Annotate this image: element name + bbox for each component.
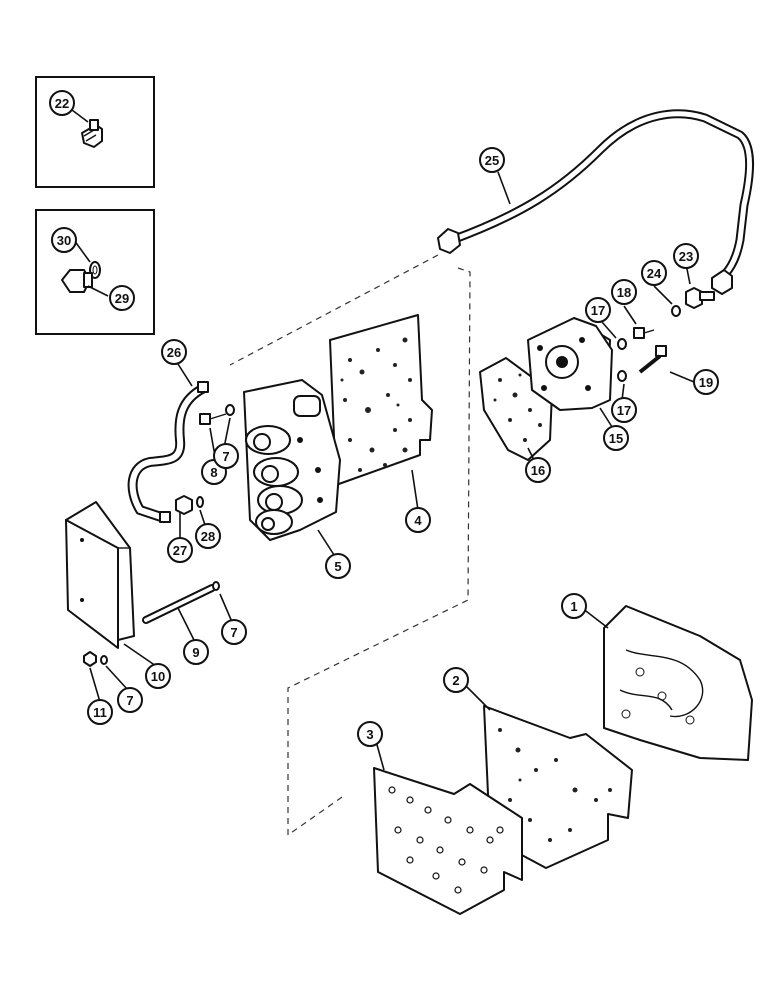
mounting-bracket-part [65, 501, 135, 649]
svg-text:5: 5 [334, 559, 341, 574]
callout-28: 28 [195, 523, 221, 549]
svg-text:18: 18 [617, 285, 631, 300]
svg-text:7: 7 [126, 693, 133, 708]
transmission-housing-part [603, 605, 753, 761]
callout-29: 29 [109, 285, 135, 311]
svg-text:7: 7 [230, 625, 237, 640]
callout-25: 25 [479, 147, 505, 173]
callout-5: 5 [325, 553, 351, 579]
callout-15: 15 [603, 425, 629, 451]
callout-10: 10 [145, 663, 171, 689]
svg-text:23: 23 [679, 249, 693, 264]
callout-24: 24 [641, 260, 667, 286]
svg-text:17: 17 [591, 303, 605, 318]
svg-text:9: 9 [192, 645, 199, 660]
long-bolt-part [638, 345, 667, 374]
drain-plug-part [61, 269, 93, 293]
adapter-fitting-part [685, 287, 715, 309]
callout-7-middle: 7 [221, 619, 247, 645]
callout-7-upper: 7 [213, 443, 239, 469]
elbow-fitting-part [81, 119, 103, 148]
bolt-part [199, 413, 227, 425]
valve-gasket-part [329, 314, 433, 486]
svg-text:10: 10 [151, 669, 165, 684]
svg-text:3: 3 [366, 727, 373, 742]
callout-27: 27 [167, 537, 193, 563]
washer-part [212, 581, 220, 591]
threaded-rod-part [142, 584, 216, 624]
svg-text:29: 29 [115, 291, 129, 306]
hose-part [127, 381, 209, 523]
svg-text:2: 2 [452, 673, 459, 688]
svg-text:7: 7 [222, 449, 229, 464]
callout-1: 1 [561, 593, 587, 619]
svg-text:19: 19 [699, 375, 713, 390]
callout-3: 3 [357, 721, 383, 747]
callout-26: 26 [161, 339, 187, 365]
callout-30: 30 [51, 227, 77, 253]
callout-18: 18 [611, 279, 637, 305]
svg-text:8: 8 [210, 465, 217, 480]
hydraulic-tube-part [437, 109, 755, 295]
callout-11: 11 [87, 699, 113, 725]
svg-text:1: 1 [570, 599, 577, 614]
callout-17-lower: 17 [611, 397, 637, 423]
svg-text:25: 25 [485, 153, 499, 168]
sealing-washer-part [671, 305, 681, 317]
washer-part [100, 655, 108, 665]
inset-box-elbow [35, 76, 155, 188]
callout-23: 23 [673, 243, 699, 269]
svg-text:16: 16 [531, 463, 545, 478]
callout-22: 22 [49, 90, 75, 116]
cap-screw-part [633, 327, 655, 339]
nut-part [83, 651, 97, 667]
alignment-line [287, 267, 471, 837]
callouts: 22 30 29 25 26 17 18 24 23 19 17 15 16 8… [49, 90, 719, 747]
solenoid-valve-assembly-part [243, 379, 341, 541]
inset-box-plug [35, 209, 155, 335]
svg-text:11: 11 [93, 705, 107, 720]
pump-housing-part [527, 317, 613, 411]
svg-text:22: 22 [55, 96, 69, 111]
svg-text:30: 30 [57, 233, 71, 248]
svg-text:15: 15 [609, 431, 623, 446]
svg-text:17: 17 [617, 403, 631, 418]
washer-part [225, 404, 235, 416]
callout-9: 9 [183, 639, 209, 665]
callout-7-lower: 7 [117, 687, 143, 713]
callout-16: 16 [525, 457, 551, 483]
separator-plate-part [373, 767, 523, 915]
svg-text:4: 4 [414, 513, 422, 528]
callout-2: 2 [443, 667, 469, 693]
callout-19: 19 [693, 369, 719, 395]
svg-text:24: 24 [647, 266, 662, 281]
svg-text:27: 27 [173, 543, 187, 558]
o-ring-part [196, 496, 204, 508]
svg-text:28: 28 [201, 529, 215, 544]
connector-fitting-part [175, 495, 193, 515]
callout-4: 4 [405, 507, 431, 533]
washer-part [617, 370, 627, 382]
callout-17-upper: 17 [585, 297, 611, 323]
svg-text:26: 26 [167, 345, 181, 360]
washer-part [617, 338, 627, 350]
